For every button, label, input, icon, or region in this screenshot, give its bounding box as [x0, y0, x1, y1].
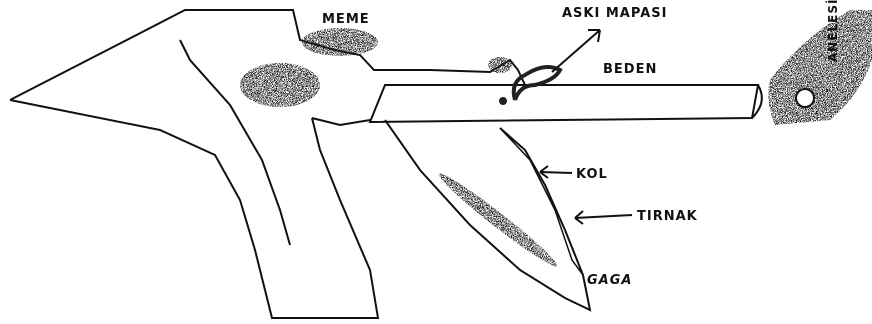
handle-pivot-hole [796, 89, 814, 107]
aski-arrow [552, 30, 600, 72]
label-kol: KOL [576, 167, 608, 182]
body-bar [370, 85, 758, 122]
label-anelesi: ANELESİ [826, 0, 840, 62]
handle-shading [768, 10, 872, 125]
shading-group [240, 10, 872, 272]
left-blade-lower-edge [10, 100, 378, 318]
handle-upper-curve [312, 118, 370, 125]
label-tirnak: TIRNAK [637, 209, 698, 224]
tirnak-arrow [575, 211, 632, 224]
shank-shading [488, 57, 512, 73]
label-meme: MEME [322, 12, 370, 27]
kol-arrow [540, 166, 572, 178]
label-beden: BEDEN [603, 62, 657, 77]
center-shading [240, 63, 320, 107]
meme-shading [302, 28, 378, 56]
label-gaga: GAGA [587, 273, 632, 288]
hook-pin [499, 97, 507, 105]
label-aski-mapasi: ASKI MAPASI [562, 6, 667, 21]
